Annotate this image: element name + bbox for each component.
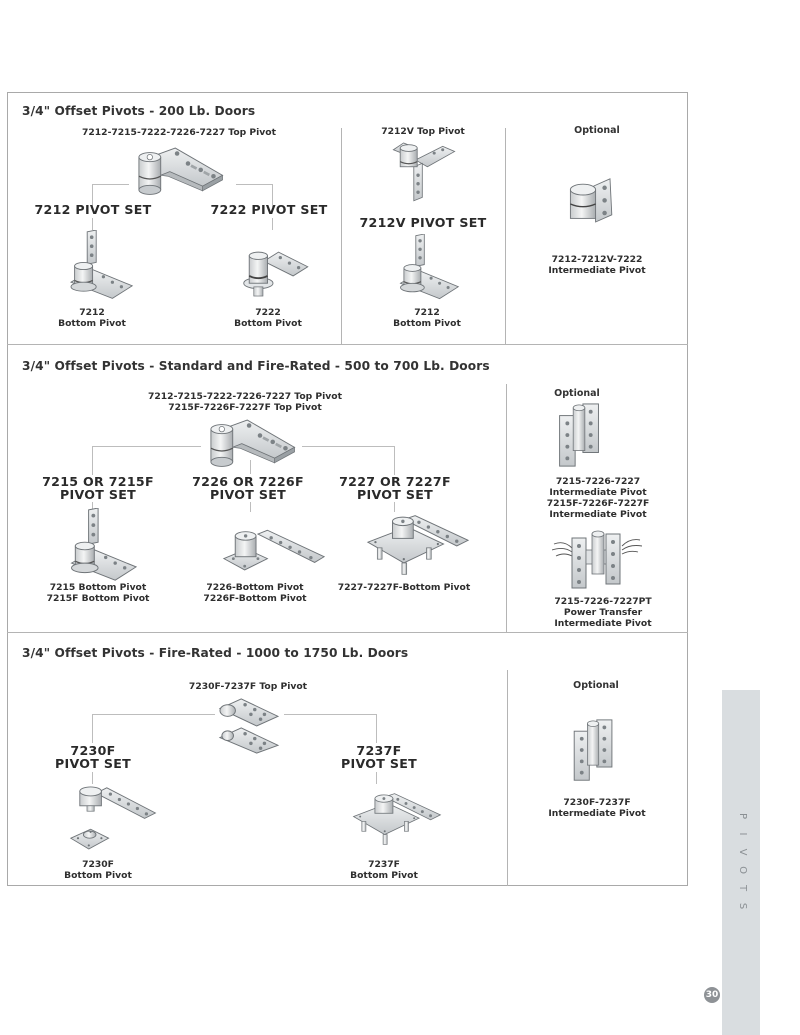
power-transfer-pivot-caption: 7215-7226-7227PT Power Transfer Intermed… [554,596,652,629]
section-divider-2 [7,632,688,633]
v-bottom-pivot-image [392,234,460,302]
bottom-pivot-7222-caption: 7222 Bottom Pivot [234,307,302,329]
section-divider-1 [7,344,688,345]
connector-7226 [250,460,251,474]
offset-top-pivot-image [128,146,228,201]
catalog-frame [7,92,688,886]
connector-7227-down [394,502,395,512]
v-top-pivot-caption: 7212V Top Pivot [381,126,465,137]
column-divider-s1-a [341,128,342,344]
pivot-set-7237f: 7237F PIVOT SET [340,743,418,771]
bottom-pivot-7222-image [236,243,310,307]
top-pivot-caption-s2: 7212-7215-7222-7226-7227 Top Pivot 7215F… [147,391,343,413]
heavy-top-pivot-image [214,697,282,755]
pivot-set-7212v: 7212V PIVOT SET [359,215,487,230]
pivot-set-7212: 7212 PIVOT SET [34,202,152,217]
bottom-pivot-7227-caption: 7227-7227F-Bottom Pivot [337,582,471,593]
section-title-500-700lb: 3/4" Offset Pivots - Standard and Fire-R… [22,359,490,373]
intermediate-pivot-7212-image [565,177,619,231]
power-transfer-pivot-image [552,530,642,590]
connector-7226-down [250,502,251,512]
connector-7222-down [272,218,273,230]
optional-heading-s3: Optional [573,680,619,691]
page-number-badge: 30 [704,987,720,1003]
bottom-pivot-7230f-caption: 7230F Bottom Pivot [64,859,132,881]
section-side-tab [722,690,760,1035]
bottom-pivot-7226-image [222,528,326,576]
section-title-200lb: 3/4" Offset Pivots - 200 Lb. Doors [22,104,256,118]
bottom-pivot-7212-caption: 7212 Bottom Pivot [58,307,126,329]
pivot-set-7226: 7226 OR 7226F PIVOT SET [192,474,304,502]
connector-7230f [92,714,215,743]
bottom-pivot-7226-caption: 7226-Bottom Pivot 7226F-Bottom Pivot [203,582,307,604]
bottom-pivot-7227-image [366,512,470,578]
optional-heading-s2: Optional [554,388,600,399]
bottom-pivot-7215-caption: 7215 Bottom Pivot 7215F Bottom Pivot [46,582,150,604]
top-pivot-caption-s3: 7230F-7237F Top Pivot [188,681,308,692]
intermediate-pivot-7230f-caption: 7230F-7237F Intermediate Pivot [548,797,646,819]
section-title-1000-1750lb: 3/4" Offset Pivots - Fire-Rated - 1000 t… [22,646,409,660]
column-divider-s3 [507,670,508,886]
column-divider-s2 [506,384,507,632]
pivot-set-7227: 7227 OR 7227F PIVOT SET [339,474,451,502]
intermediate-pivot-7215-image [555,402,605,470]
intermediate-pivot-7230f-image [570,718,618,784]
connector-7212-down [92,218,93,230]
bottom-pivot-7215-image [60,508,140,584]
connector-7230f-down [92,772,93,784]
intermediate-pivot-7215-caption: 7215-7226-7227 Intermediate Pivot 7215F-… [546,476,650,520]
v-bottom-pivot-caption: 7212 Bottom Pivot [393,307,461,329]
connector-7227 [302,446,395,475]
pivot-set-7230f: 7230F PIVOT SET [54,743,132,771]
connector-7237f [284,714,377,743]
connector-7215-down [92,502,93,512]
bottom-pivot-7212-image [62,230,134,302]
column-divider-s1-b [505,128,506,344]
side-tab-label: P I V O T S [737,812,748,912]
connector-7215 [92,446,201,475]
pivot-set-7215: 7215 OR 7215F PIVOT SET [42,474,154,502]
bottom-pivot-7237f-image [352,784,442,854]
connector-7212 [92,184,129,207]
connector-7222 [236,184,273,207]
v-top-pivot-image [390,140,458,202]
top-pivot-caption: 7212-7215-7222-7226-7227 Top Pivot [81,127,277,138]
intermediate-pivot-7212-caption: 7212-7212V-7222 Intermediate Pivot [548,254,646,276]
connector-7237f-down [376,772,377,784]
bottom-pivot-7230f-image [68,786,160,858]
bottom-pivot-7237f-caption: 7237F Bottom Pivot [350,859,418,881]
optional-heading-s1: Optional [574,125,620,136]
pivot-set-7222: 7222 PIVOT SET [210,202,328,217]
